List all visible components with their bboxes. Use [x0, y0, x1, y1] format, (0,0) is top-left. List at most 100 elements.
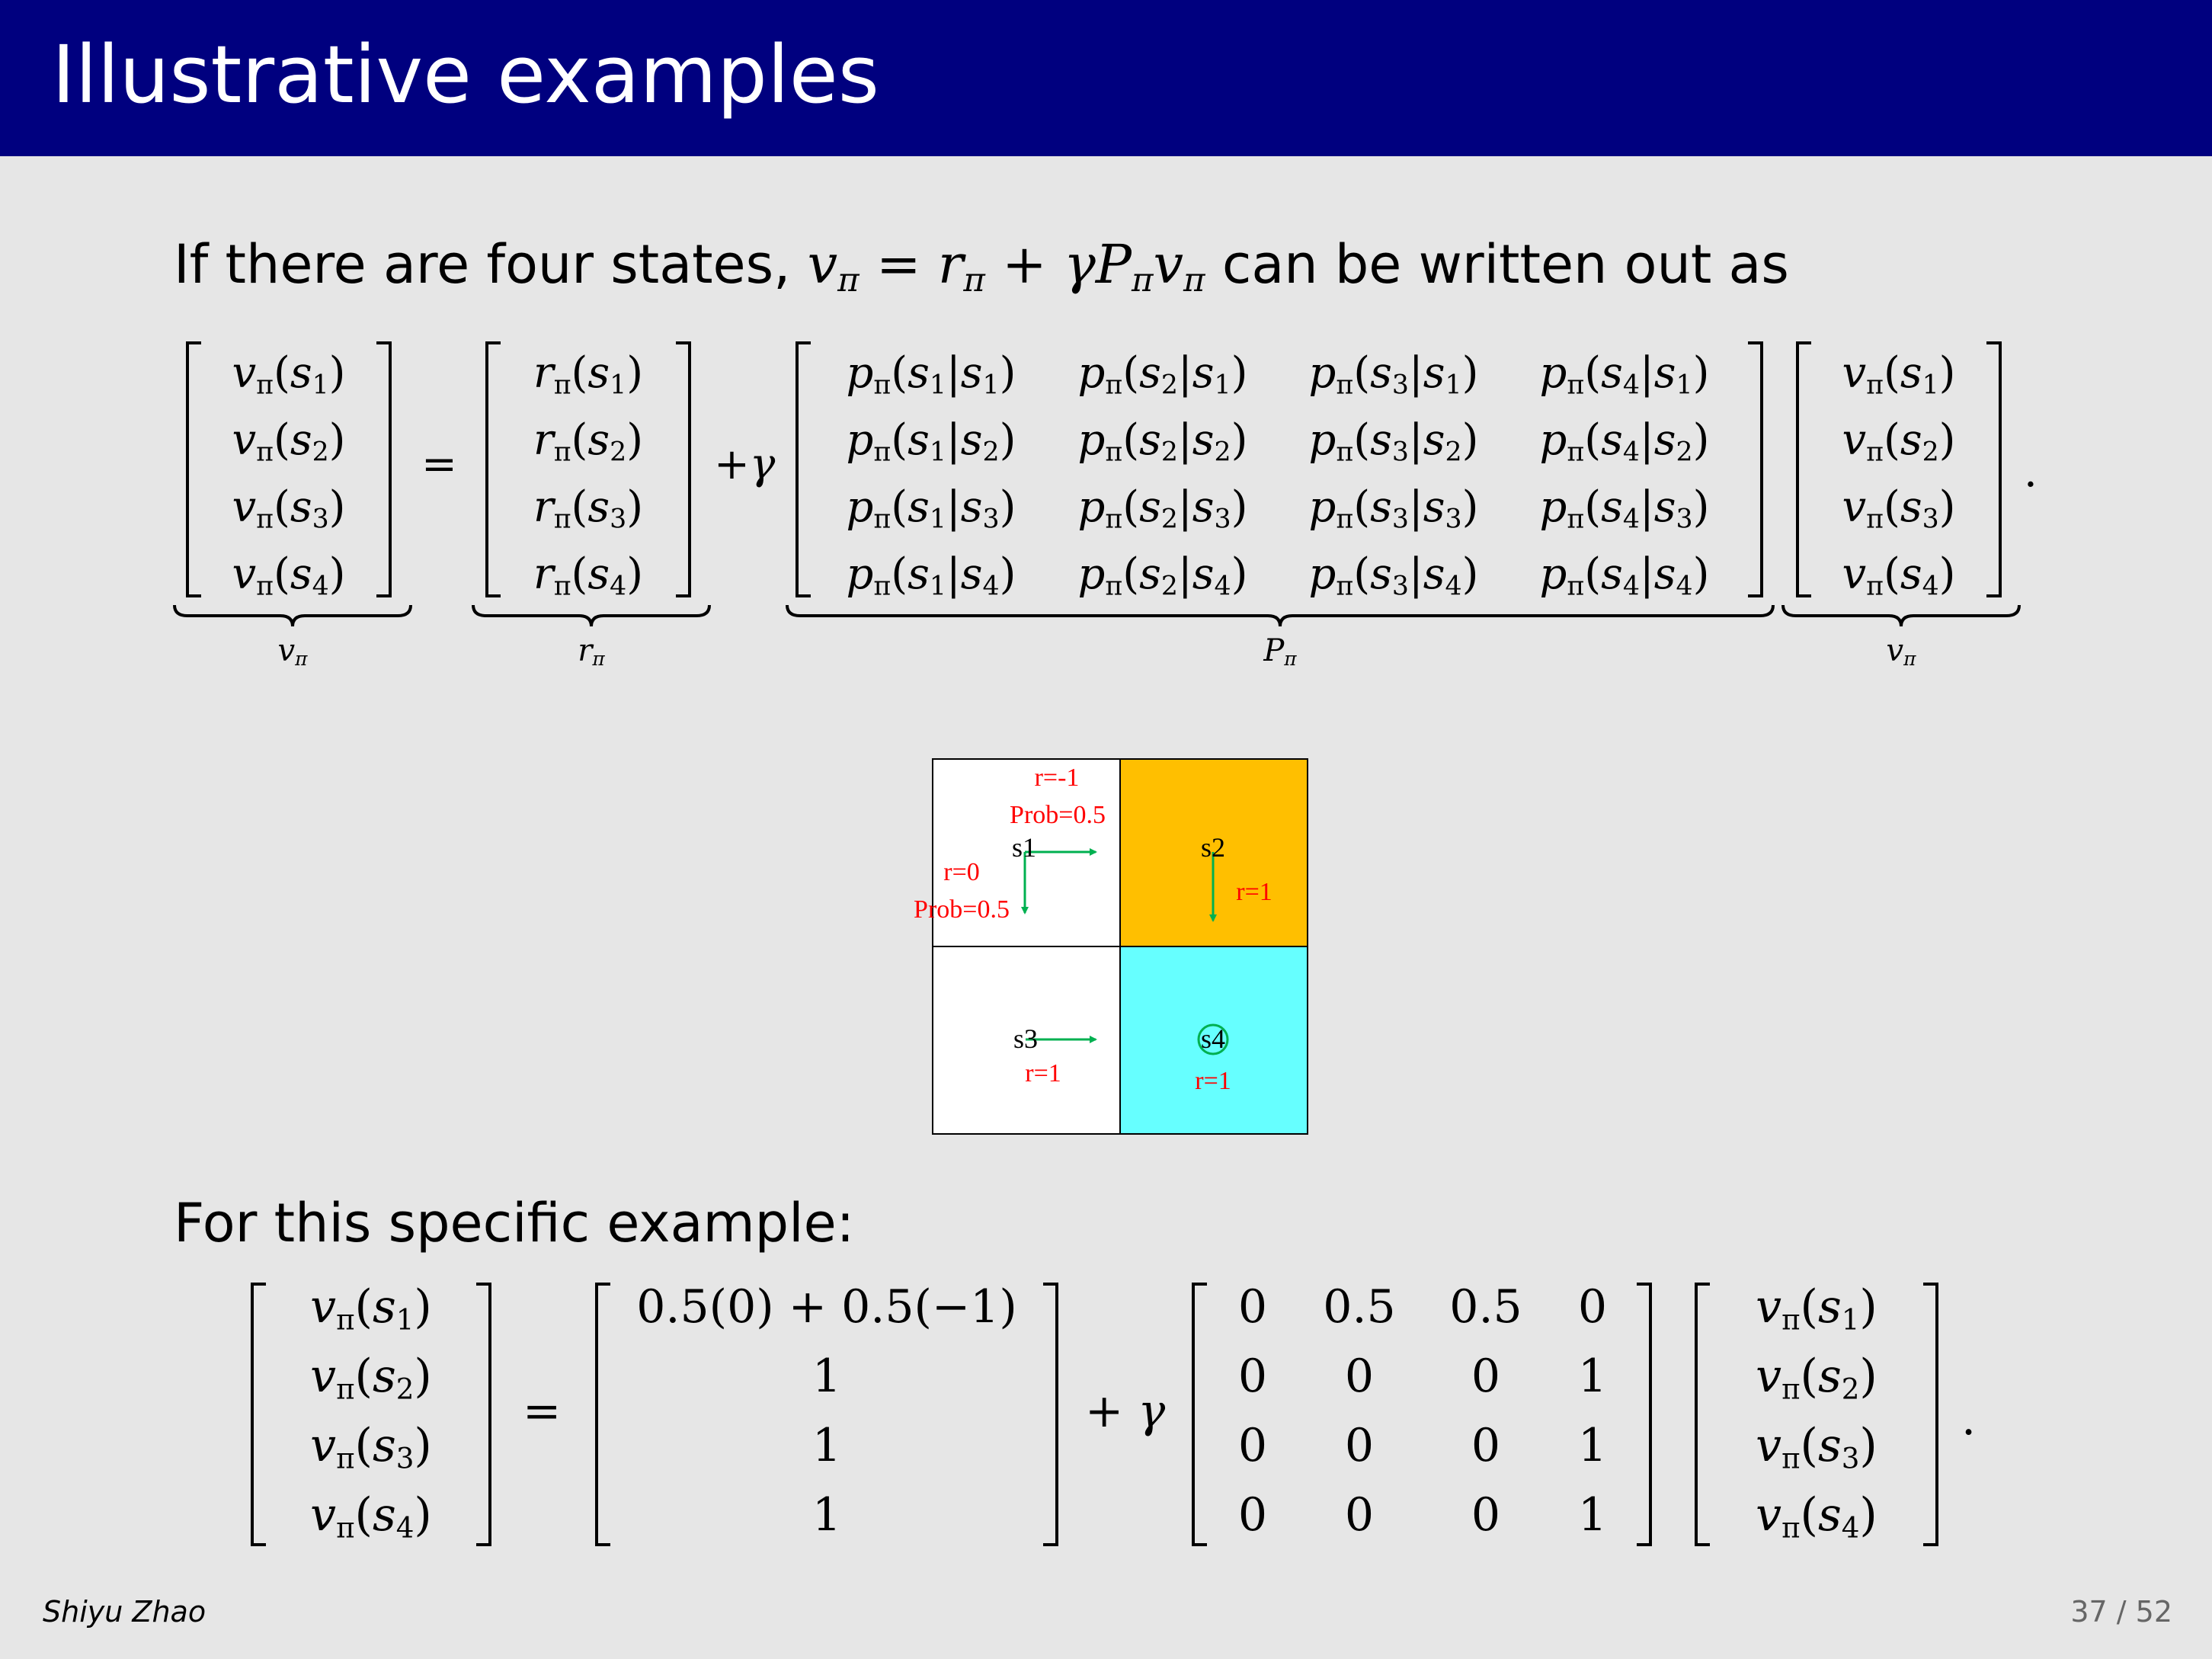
intro-line: If there are four states, vπ = rπ + γPπv… [174, 238, 1789, 297]
v-vector-specific-right-cell-r1c1: vπ(s1) [1756, 1280, 1877, 1337]
underbrace-v-right-label: vπ [1886, 633, 1916, 671]
v-vector-general-right-right-bracket [1986, 341, 2002, 597]
P-matrix-specific-cell-r4c1: 0 [1237, 1488, 1268, 1542]
v-vector-general-left-bracket [186, 341, 201, 597]
title-bar [0, 0, 2212, 156]
v-vector-specific-cell-r3c1: vπ(s3) [310, 1419, 432, 1475]
r-vector-specific-cell-r1c1: 0.5(0) + 0.5(−1) [636, 1280, 1017, 1334]
P-matrix-general-cell-r4c1: pπ(s1|s4) [846, 549, 1016, 602]
r-vector-general-cell-r3c1: rπ(s3) [533, 482, 644, 535]
v-vector-general-cell-r1c1: vπ(s1) [232, 348, 346, 401]
P-matrix-specific-cell-r2c4: 1 [1577, 1350, 1608, 1403]
P-matrix-general-cell-r1c3: pπ(s3|s1) [1308, 348, 1479, 401]
P-matrix-specific-cell-r3c2: 0 [1344, 1419, 1375, 1472]
P-matrix-specific-cell-r1c4: 0 [1577, 1280, 1608, 1334]
r-vector-specific-cell-r4c1: 1 [811, 1488, 842, 1542]
v-vector-specific-right-right-bracket [1923, 1283, 1938, 1546]
v-vector-specific-right-cell-r3c1: vπ(s3) [1756, 1419, 1877, 1475]
specific-equals-sign: = [523, 1385, 562, 1438]
s4-reward-label: r=1 [1195, 1067, 1231, 1095]
v-vector-general-right-cell-r1c1: vπ(s1) [1842, 348, 1956, 401]
P-matrix-general-cell-r3c3: pπ(s3|s3) [1308, 482, 1479, 535]
underbrace-v-underbrace [173, 604, 412, 627]
P-matrix-general-left-bracket [795, 341, 811, 597]
underbrace-v-label: vπ [277, 633, 308, 671]
v-vector-general-right-cell-r2c1: vπ(s2) [1842, 415, 1956, 468]
v-vector-general-right: vπ(s1) vπ(s2) vπ(s3) vπ(s4) [1796, 341, 2002, 602]
P-matrix-specific-cell-r3c3: 0 [1471, 1419, 1501, 1472]
v-vector-general-cell-r4c1: vπ(s4) [232, 549, 346, 602]
v-vector-specific: vπ(s1) vπ(s2) vπ(s3) vπ(s4) [251, 1283, 491, 1546]
r-vector-general-right-bracket [676, 341, 691, 597]
P-matrix-general-cell-r4c2: pπ(s2|s4) [1077, 549, 1248, 602]
s3-reward-label: r=1 [1025, 1059, 1061, 1087]
specific-plus-gamma: + γ [1085, 1385, 1166, 1438]
P-matrix-general-cell-r3c4: pπ(s4|s3) [1539, 482, 1710, 535]
P-matrix-general-cell-r2c1: pπ(s1|s2) [846, 415, 1016, 468]
s1-right-prob-label: Prob=0.5 [1010, 801, 1106, 829]
general-plus-gamma: +γ [714, 440, 776, 489]
underbrace-P-label: Pπ [1263, 633, 1297, 671]
v-vector-general-right-cell-r3c1: vπ(s3) [1842, 482, 1956, 535]
v-vector-specific-right-bracket [476, 1283, 491, 1546]
r-vector-general-left-bracket [485, 341, 501, 597]
v-vector-specific-cell-r2c1: vπ(s2) [310, 1350, 432, 1406]
v-vector-specific-cell-r1c1: vπ(s1) [310, 1280, 432, 1337]
v-vector-general: vπ(s1) vπ(s2) vπ(s3) vπ(s4) [186, 341, 392, 602]
P-matrix-general-cell-r4c3: pπ(s3|s4) [1308, 549, 1479, 602]
grid-world-figure: s1 s2 s3 s4 r=-1 Prob=0.5 r=0 Prob=0.5 r… [914, 757, 1309, 1135]
P-matrix-specific-cell-r4c4: 1 [1577, 1488, 1608, 1542]
r-vector-general-cell-r2c1: rπ(s2) [533, 415, 644, 468]
P-matrix-general-cell-r1c2: pπ(s2|s1) [1077, 348, 1248, 401]
v-vector-specific-right-left-bracket [1695, 1283, 1710, 1546]
slide-title: Illustrative examples [52, 28, 879, 121]
P-matrix-specific-right-bracket [1637, 1283, 1652, 1546]
general-equals-sign: = [421, 440, 457, 489]
s2-reward-label: r=1 [1236, 878, 1272, 906]
r-vector-general: rπ(s1) rπ(s2) rπ(s3) rπ(s4) [485, 341, 691, 602]
state-label-s1: s1 [1012, 832, 1036, 863]
grid-world-svg: s1 s2 s3 s4 r=-1 Prob=0.5 r=0 Prob=0.5 r… [914, 758, 1308, 1135]
P-matrix-general-cell-r3c2: pπ(s2|s3) [1077, 482, 1248, 535]
r-vector-specific-cell-r3c1: 1 [811, 1419, 842, 1472]
P-matrix-specific-cell-r1c1: 0 [1237, 1280, 1268, 1334]
stay-circle-s4 [1197, 1023, 1229, 1055]
P-matrix-specific-cell-r2c1: 0 [1237, 1350, 1268, 1403]
specific-heading: For this specific example: [174, 1192, 855, 1254]
state-label-s4: s4 [1201, 1023, 1225, 1054]
P-matrix-general-cell-r3c1: pπ(s1|s3) [846, 482, 1016, 535]
P-matrix-specific-cell-r4c3: 0 [1471, 1488, 1501, 1542]
intro-text-before: If there are four states, [174, 233, 791, 296]
general-period: . [2024, 447, 2038, 497]
v-vector-general-right-cell-r4c1: vπ(s4) [1842, 549, 1956, 602]
underbrace-r-label: rπ [578, 633, 605, 671]
intro-text-after: can be written out as [1221, 233, 1789, 296]
P-matrix-general-cell-r2c4: pπ(s4|s2) [1539, 415, 1710, 468]
v-vector-general-cell-r3c1: vπ(s3) [232, 482, 346, 535]
footer-page-number: 37 / 52 [2070, 1595, 2172, 1629]
cell-s4 [1119, 946, 1308, 1135]
underbrace-r-underbrace [472, 604, 711, 627]
v-vector-general-cell-r2c1: vπ(s2) [232, 415, 346, 468]
state-label-s3: s3 [1013, 1023, 1038, 1054]
v-vector-specific-cell-r4c1: vπ(s4) [310, 1488, 432, 1545]
v-vector-specific-right-cell-r4c1: vπ(s4) [1756, 1488, 1877, 1545]
v-vector-general-right-left-bracket [1796, 341, 1811, 597]
intro-equation: vπ = rπ + γPπvπ [807, 233, 1205, 299]
P-matrix-specific-cell-r4c2: 0 [1344, 1488, 1375, 1542]
P-matrix-specific-cell-r2c3: 0 [1471, 1350, 1501, 1403]
v-vector-specific-left-bracket [251, 1283, 266, 1546]
r-vector-general-cell-r4c1: rπ(s4) [533, 549, 644, 602]
specific-period: . [1961, 1392, 1977, 1446]
s1-down-reward-label: r=0 [943, 858, 980, 886]
v-vector-general-right-bracket [376, 341, 392, 597]
P-matrix-general-cell-r4c4: pπ(s4|s4) [1539, 549, 1710, 602]
footer-author: Shiyu Zhao [43, 1595, 206, 1629]
P-matrix-specific-cell-r2c2: 0 [1344, 1350, 1375, 1403]
r-vector-general-cell-r1c1: rπ(s1) [533, 348, 644, 401]
P-matrix-specific-left-bracket [1192, 1283, 1207, 1546]
s1-down-prob-label: Prob=0.5 [914, 895, 1010, 924]
P-matrix-specific-cell-r1c2: 0.5 [1323, 1280, 1396, 1334]
